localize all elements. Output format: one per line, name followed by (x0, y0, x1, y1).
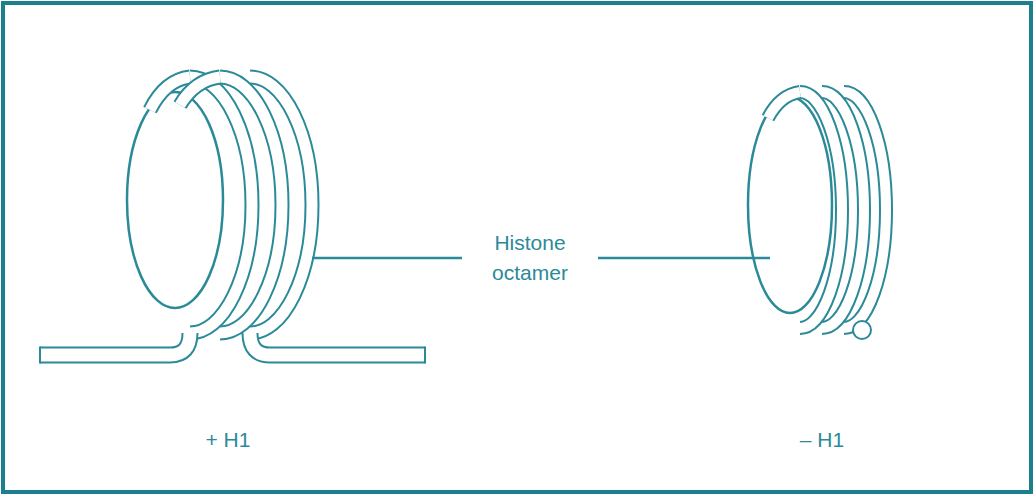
nucleosome-without-h1 (748, 92, 886, 339)
label-slot: – H1 (800, 425, 844, 455)
structure-label: Histone octamer (470, 228, 590, 288)
frame (3, 3, 1031, 492)
nucleosome-with-h1 (40, 77, 425, 364)
condition-label: – H1 (800, 425, 844, 455)
condition-label: + H1 (206, 425, 251, 455)
label-slot: Histone octamer (470, 228, 590, 288)
leader-line (312, 257, 462, 260)
label-slot: + H1 (206, 425, 251, 455)
leader-line (598, 257, 770, 260)
